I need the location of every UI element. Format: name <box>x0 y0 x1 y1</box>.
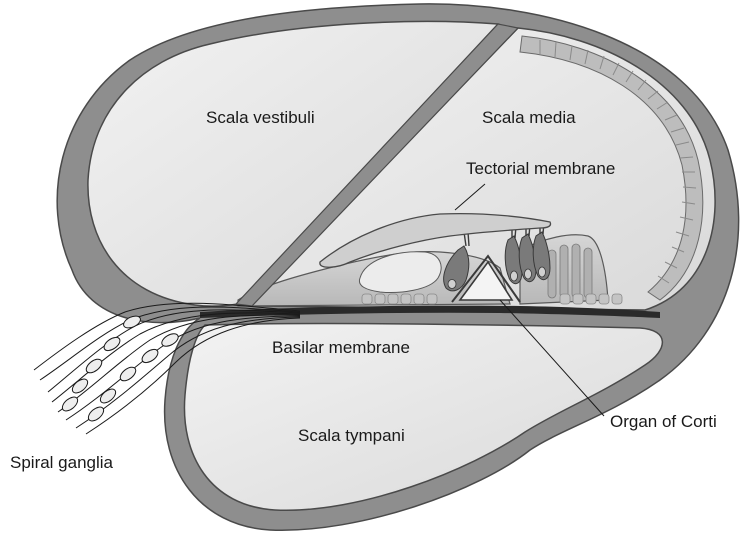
tectorial-membrane-leader-line <box>455 184 485 210</box>
